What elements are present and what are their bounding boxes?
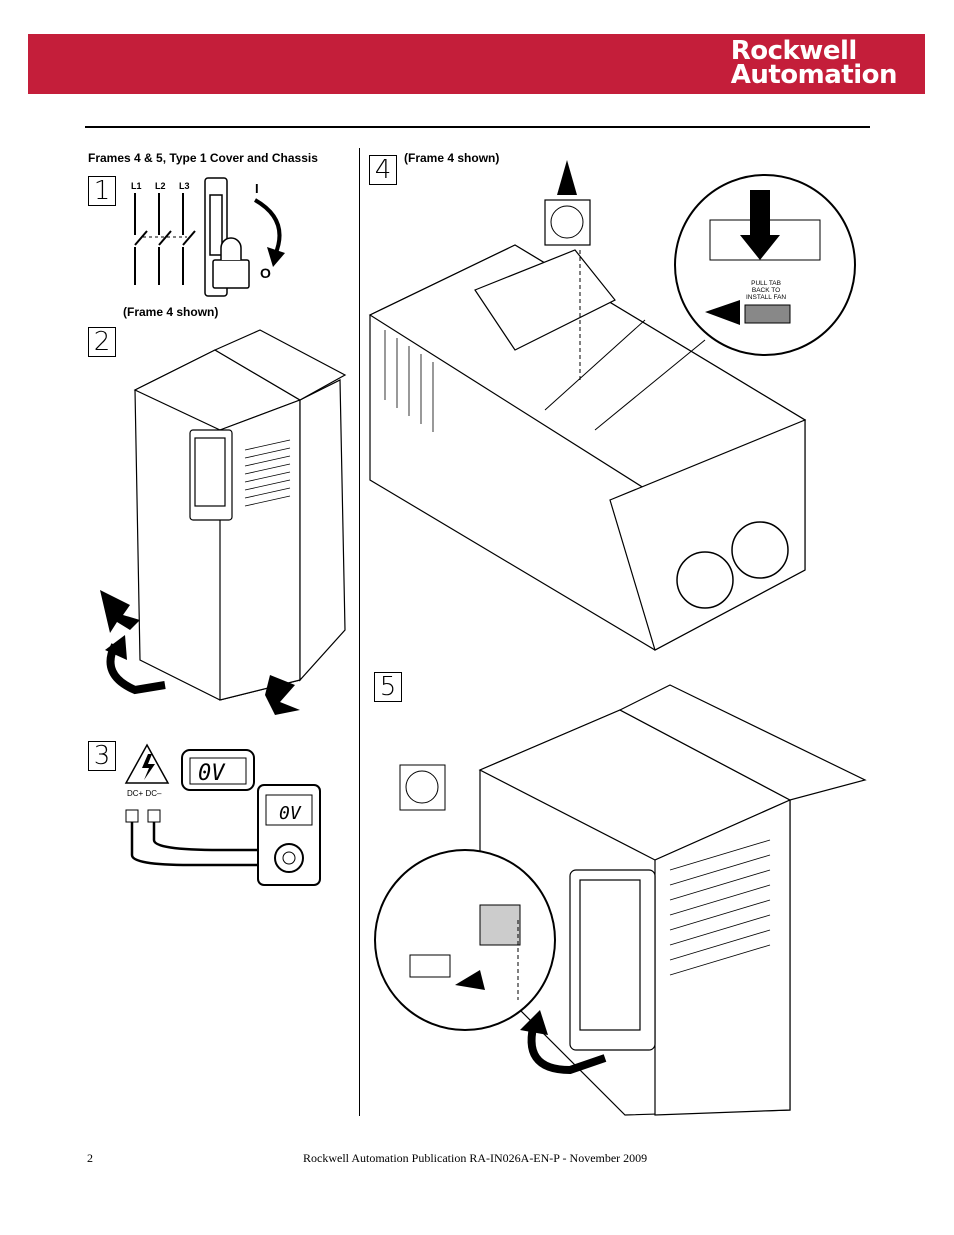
header-rule <box>85 126 870 128</box>
column-divider <box>359 148 360 1116</box>
label-l3: L3 <box>179 181 190 191</box>
label-l1: L1 <box>131 181 142 191</box>
pull-tab-callout: PULL TAB BACK TO INSTALL FAN <box>746 280 786 301</box>
callout-line-1: PULL TAB <box>751 280 781 287</box>
brand-line-2: Automation <box>730 60 898 90</box>
frame-note-left: (Frame 4 shown) <box>123 305 219 319</box>
off-label: O <box>260 265 271 281</box>
voltage-check-illustration <box>124 743 321 886</box>
brand-logo: Rockwell Automation <box>730 36 898 90</box>
callout-line-2: BACK TO <box>751 287 781 294</box>
page-number: 2 <box>87 1151 93 1165</box>
publication-info: Rockwell Automation Publication RA-IN026… <box>303 1151 648 1165</box>
frame-note-right: (Frame 4 shown) <box>404 151 500 165</box>
step-1-number: 1 <box>88 176 116 206</box>
meter-reading-small: 0V <box>279 803 301 824</box>
step-4-number: 4 <box>369 155 397 185</box>
disconnect-switch-illustration <box>134 177 285 297</box>
label-l2: L2 <box>155 181 166 191</box>
header-banner <box>28 34 925 94</box>
section-title: Frames 4 & 5, Type 1 Cover and Chassis <box>88 151 318 165</box>
step-2-number: 2 <box>88 327 116 357</box>
drive-cover-removal-illustration <box>100 329 347 715</box>
callout-line-3: INSTALL FAN <box>746 294 787 301</box>
step-5-number: 5 <box>374 672 402 702</box>
brand-line-1: Rockwell <box>730 36 858 66</box>
meter-reading-large: 0V <box>198 761 225 786</box>
dc-terminal-labels: DC+ DC– <box>127 789 162 798</box>
fan-reinstall-illustration <box>374 684 867 1116</box>
step-3-number: 3 <box>88 741 116 771</box>
on-label: I <box>255 181 259 196</box>
fan-removal-illustration <box>368 160 856 651</box>
